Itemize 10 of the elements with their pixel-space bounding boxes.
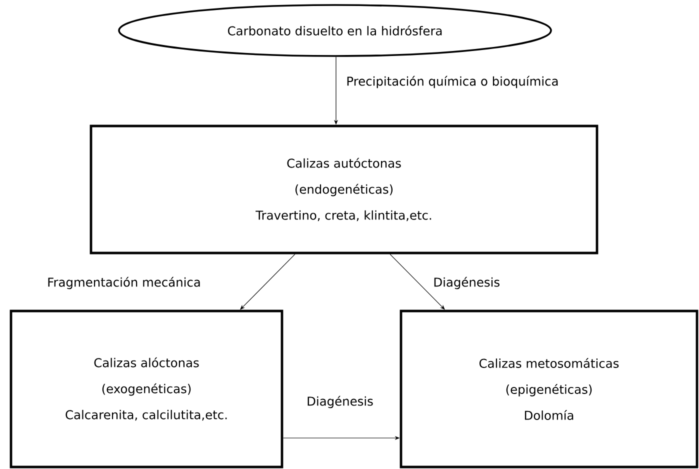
process-box: Calizas autóctonas (endogenéticas) Travertino, creta, klintita,etc. bbox=[90, 124, 598, 254]
edge-label: Diagénesis bbox=[432, 276, 502, 290]
arrow bbox=[390, 254, 445, 310]
ellipse-node: Carbonato disuelto en la hidrósfera bbox=[118, 4, 552, 57]
edge-label: Diagénesis bbox=[306, 394, 374, 410]
edge-label: Precipitación química o bioquímica bbox=[345, 74, 560, 90]
process-box: Calizas alóctonas (exogenéticas) Calcarenita, calcilutita,etc. bbox=[10, 310, 284, 468]
process-box: Calizas metosomáticas (epigenéticas) Dolomía bbox=[400, 310, 698, 468]
arrow bbox=[240, 254, 296, 310]
edge-label: Fragmentación mecánica bbox=[46, 276, 202, 290]
